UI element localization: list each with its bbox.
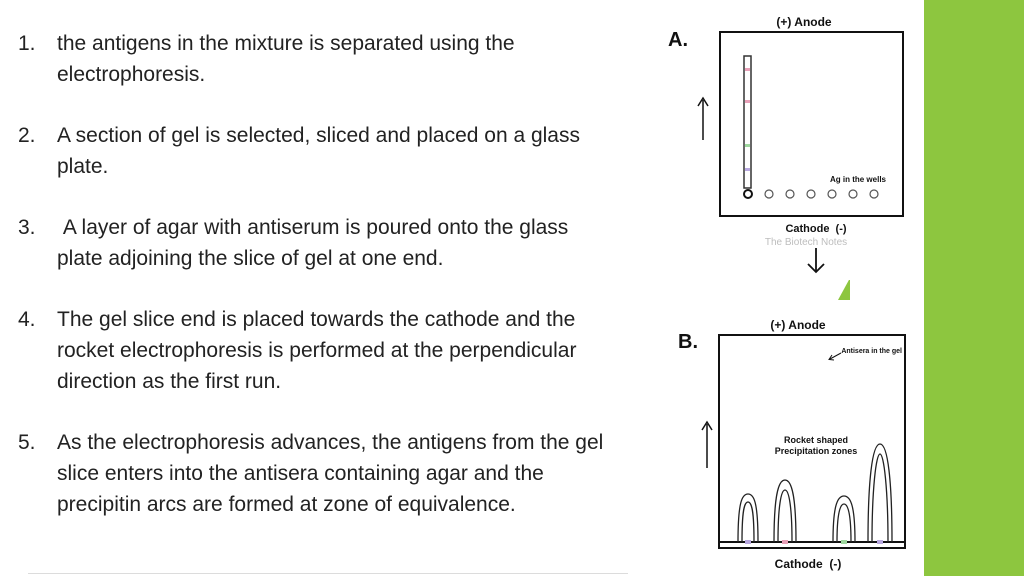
- well: [806, 189, 816, 199]
- figure-b-letter: B.: [678, 331, 698, 353]
- green-accent-wedge: [838, 278, 850, 300]
- figure-a: A. (+) Anode Ag in the wells Ca: [658, 8, 924, 280]
- antigen-band: [745, 100, 750, 103]
- step-number: 2.: [18, 124, 36, 147]
- up-arrow-icon: [701, 420, 713, 468]
- rocket-arc-inner: [741, 501, 755, 543]
- rocket-arc-inner: [777, 489, 793, 543]
- antigen-band: [745, 168, 750, 171]
- rocket-label-line2: Precipitation zones: [775, 446, 858, 456]
- step-item: 1. the antigens in the mixture is separa…: [18, 28, 608, 90]
- antigen-band: [745, 144, 750, 147]
- step-text: The gel slice end is placed towards the …: [57, 308, 577, 393]
- gel-plate: [718, 334, 906, 549]
- well: [743, 189, 753, 199]
- rocket-arc-inner: [836, 503, 852, 543]
- antigen-band: [745, 68, 750, 71]
- well: [848, 189, 858, 199]
- antigen-band: [877, 540, 883, 544]
- antisera-label: Antisera in the gel: [841, 348, 902, 355]
- step-text: As the electrophoresis advances, the ant…: [57, 431, 604, 516]
- anode-label: (+) Anode: [770, 318, 826, 332]
- step-number: 3.: [18, 216, 36, 239]
- figure-a-letter: A.: [668, 29, 688, 51]
- watermark: The Biotech Notes: [765, 237, 847, 248]
- figure-b: B. (+) Anode Rocket shaped Precipitation…: [658, 302, 924, 576]
- steps-list: 1. the antigens in the mixture is separa…: [18, 28, 608, 550]
- wells-label: Ag in the wells: [830, 175, 887, 184]
- well: [869, 189, 879, 199]
- step-item: 4. The gel slice end is placed towards t…: [18, 304, 608, 397]
- anode-label: (+) Anode: [776, 15, 832, 29]
- up-arrow-icon: [697, 96, 709, 140]
- well: [785, 189, 795, 199]
- well: [764, 189, 774, 199]
- figure-a-diagram: A. (+) Anode Ag in the wells Ca: [668, 15, 904, 274]
- cathode-label: Cathode (-): [785, 223, 846, 235]
- wells-row: [743, 189, 879, 199]
- antigen-band: [745, 540, 751, 544]
- step-number: 4.: [18, 308, 36, 331]
- step-number: 5.: [18, 431, 36, 454]
- pointer-arrow-icon: [828, 352, 842, 361]
- antigen-band: [782, 540, 788, 544]
- down-arrow-icon: [807, 248, 825, 274]
- rocket-arcs: [737, 443, 893, 543]
- gel-plate: [719, 31, 904, 217]
- step-item: 3. A layer of agar with antiserum is pou…: [18, 212, 608, 274]
- gel-slice: [743, 55, 752, 189]
- well: [827, 189, 837, 199]
- rocket-arc-inner: [871, 453, 889, 543]
- cathode-label: Cathode (-): [775, 557, 842, 571]
- green-accent-bar: [924, 0, 1024, 576]
- step-text: A layer of agar with antiserum is poured…: [57, 216, 575, 270]
- rocket-arc: [832, 495, 856, 543]
- rocket-label-line1: Rocket shaped: [784, 435, 848, 445]
- rocket-arc: [737, 493, 759, 543]
- rocket-arc: [867, 443, 893, 543]
- footer-divider: [28, 573, 628, 574]
- antigen-band: [841, 540, 847, 544]
- step-item: 2. A section of gel is selected, sliced …: [18, 120, 608, 182]
- step-item: 5. As the electrophoresis advances, the …: [18, 427, 608, 520]
- step-text: the antigens in the mixture is separated…: [57, 32, 515, 86]
- rocket-arc: [773, 479, 797, 543]
- step-text: A section of gel is selected, sliced and…: [57, 124, 580, 178]
- step-number: 1.: [18, 32, 36, 55]
- figure-b-diagram: B. (+) Anode Rocket shaped Precipitation…: [678, 318, 906, 571]
